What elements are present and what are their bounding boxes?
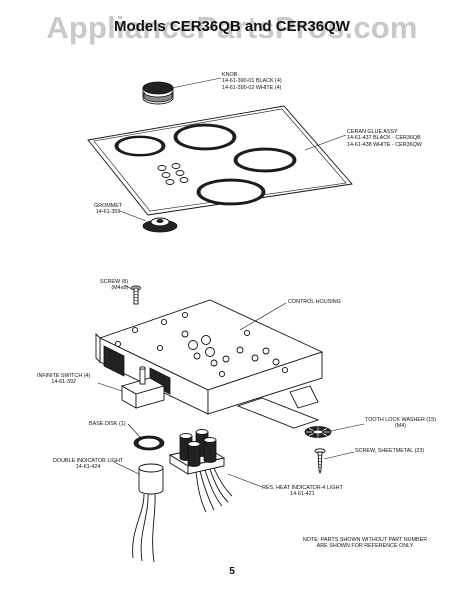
ceran-glass-part bbox=[87, 105, 353, 216]
ceran-glass-label: CERAN GLUE ASSY 14-61-437 BLACK - CER36Q… bbox=[347, 129, 422, 148]
grommet-label: GROMMET 14-61-359 bbox=[94, 203, 123, 216]
base-disk-part bbox=[133, 435, 165, 451]
base-disk-label: BASE DISK (1) bbox=[89, 421, 126, 427]
double-indicator-light-label: DOUBLE INDICATOR LIGHT 14-61-424 bbox=[53, 458, 124, 471]
tooth-lock-washer-label: TOOTH LOCK WASHER (15) (M4) bbox=[365, 417, 436, 430]
double-indicator-light-part bbox=[132, 463, 164, 563]
control-housing-label: CONTROL HOUSING bbox=[288, 299, 341, 305]
diagram-title: Models CER36QB and CER36QW bbox=[114, 18, 350, 35]
control-housing-part bbox=[95, 299, 324, 429]
tooth-lock-washer-part bbox=[304, 426, 332, 438]
knob-label: KNOB 14-61-390-01 BLACK (4) 14-61-390-02… bbox=[222, 72, 282, 91]
infinite-switch-label: INFINITE SWITCH (4) 14-61-392 bbox=[37, 373, 91, 386]
infinite-switch-part bbox=[120, 366, 166, 409]
watermark: AppliancePartsPros.com bbox=[46, 10, 418, 45]
screw-sheetmetal-label: SCREW, SHEETMETAL (23) bbox=[355, 448, 425, 454]
res-heat-indicator-part bbox=[168, 429, 233, 513]
reference-note: NOTE: PARTS SHOWN WITHOUT PART NUMBER AR… bbox=[302, 537, 428, 550]
leader-lines bbox=[97, 77, 365, 488]
grommet-part bbox=[142, 217, 178, 233]
screw-part bbox=[131, 285, 141, 305]
screw-label: SCREW (8) (M4x8) bbox=[100, 279, 129, 292]
res-heat-indicator-label: RES. HEAT INDICATOR-4 LIGHT 14-61-421 bbox=[262, 485, 343, 498]
knob-part bbox=[142, 81, 174, 105]
sheetmetal-screw-part bbox=[314, 448, 326, 475]
page-number: 5 bbox=[229, 566, 235, 577]
